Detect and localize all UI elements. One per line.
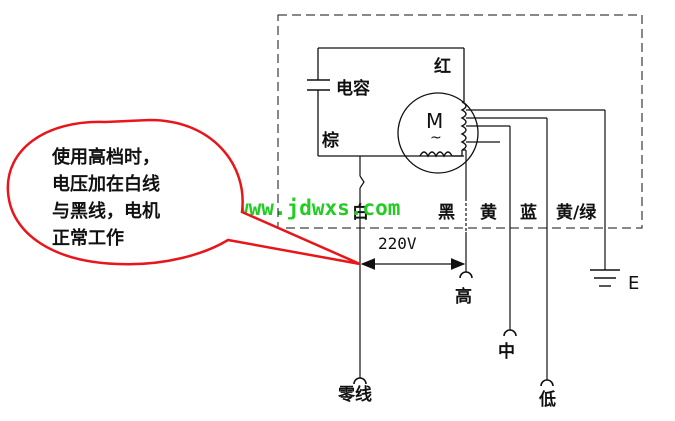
yellow-wire-label: 黄	[480, 202, 497, 223]
callout-bubble	[6, 118, 361, 266]
winding-taps	[462, 109, 605, 198]
white-wire-label: 白	[352, 202, 369, 223]
callout-line-3: 与黑线，电机	[52, 200, 160, 222]
voltage-label: 220V	[378, 234, 417, 253]
output-wires	[359, 110, 620, 380]
callout-line-2: 电压加在白线	[52, 173, 160, 195]
brown-wire-label: 棕	[322, 130, 339, 151]
callout-line-4: 正常工作	[52, 227, 124, 249]
motor-tilde-label: ~	[430, 130, 442, 146]
medium-speed-label: 中	[498, 341, 515, 362]
blue-wire-label: 蓝	[520, 203, 537, 223]
enclosure-dashed-box	[277, 14, 643, 229]
motor-inner-box	[317, 47, 465, 157]
black-wire-label: 黑	[438, 203, 455, 223]
callout-line-1: 使用高档时，	[51, 146, 160, 168]
red-wire-label: 红	[434, 56, 451, 77]
ground-label: E	[628, 273, 639, 294]
terminal-hooks	[353, 271, 554, 387]
neutral-label: 零线	[337, 384, 372, 405]
low-speed-label: 低	[538, 389, 556, 410]
capacitor-label: 电容	[336, 78, 370, 99]
motor-symbol: M ~	[397, 92, 479, 174]
capacitor-symbol	[307, 75, 330, 92]
motor-m-label: M	[426, 109, 443, 133]
yellow-green-wire-label: 黄/绿	[556, 202, 597, 223]
high-speed-label: 高	[455, 286, 472, 307]
watermark-text: www.jdwxs.com	[236, 196, 400, 220]
